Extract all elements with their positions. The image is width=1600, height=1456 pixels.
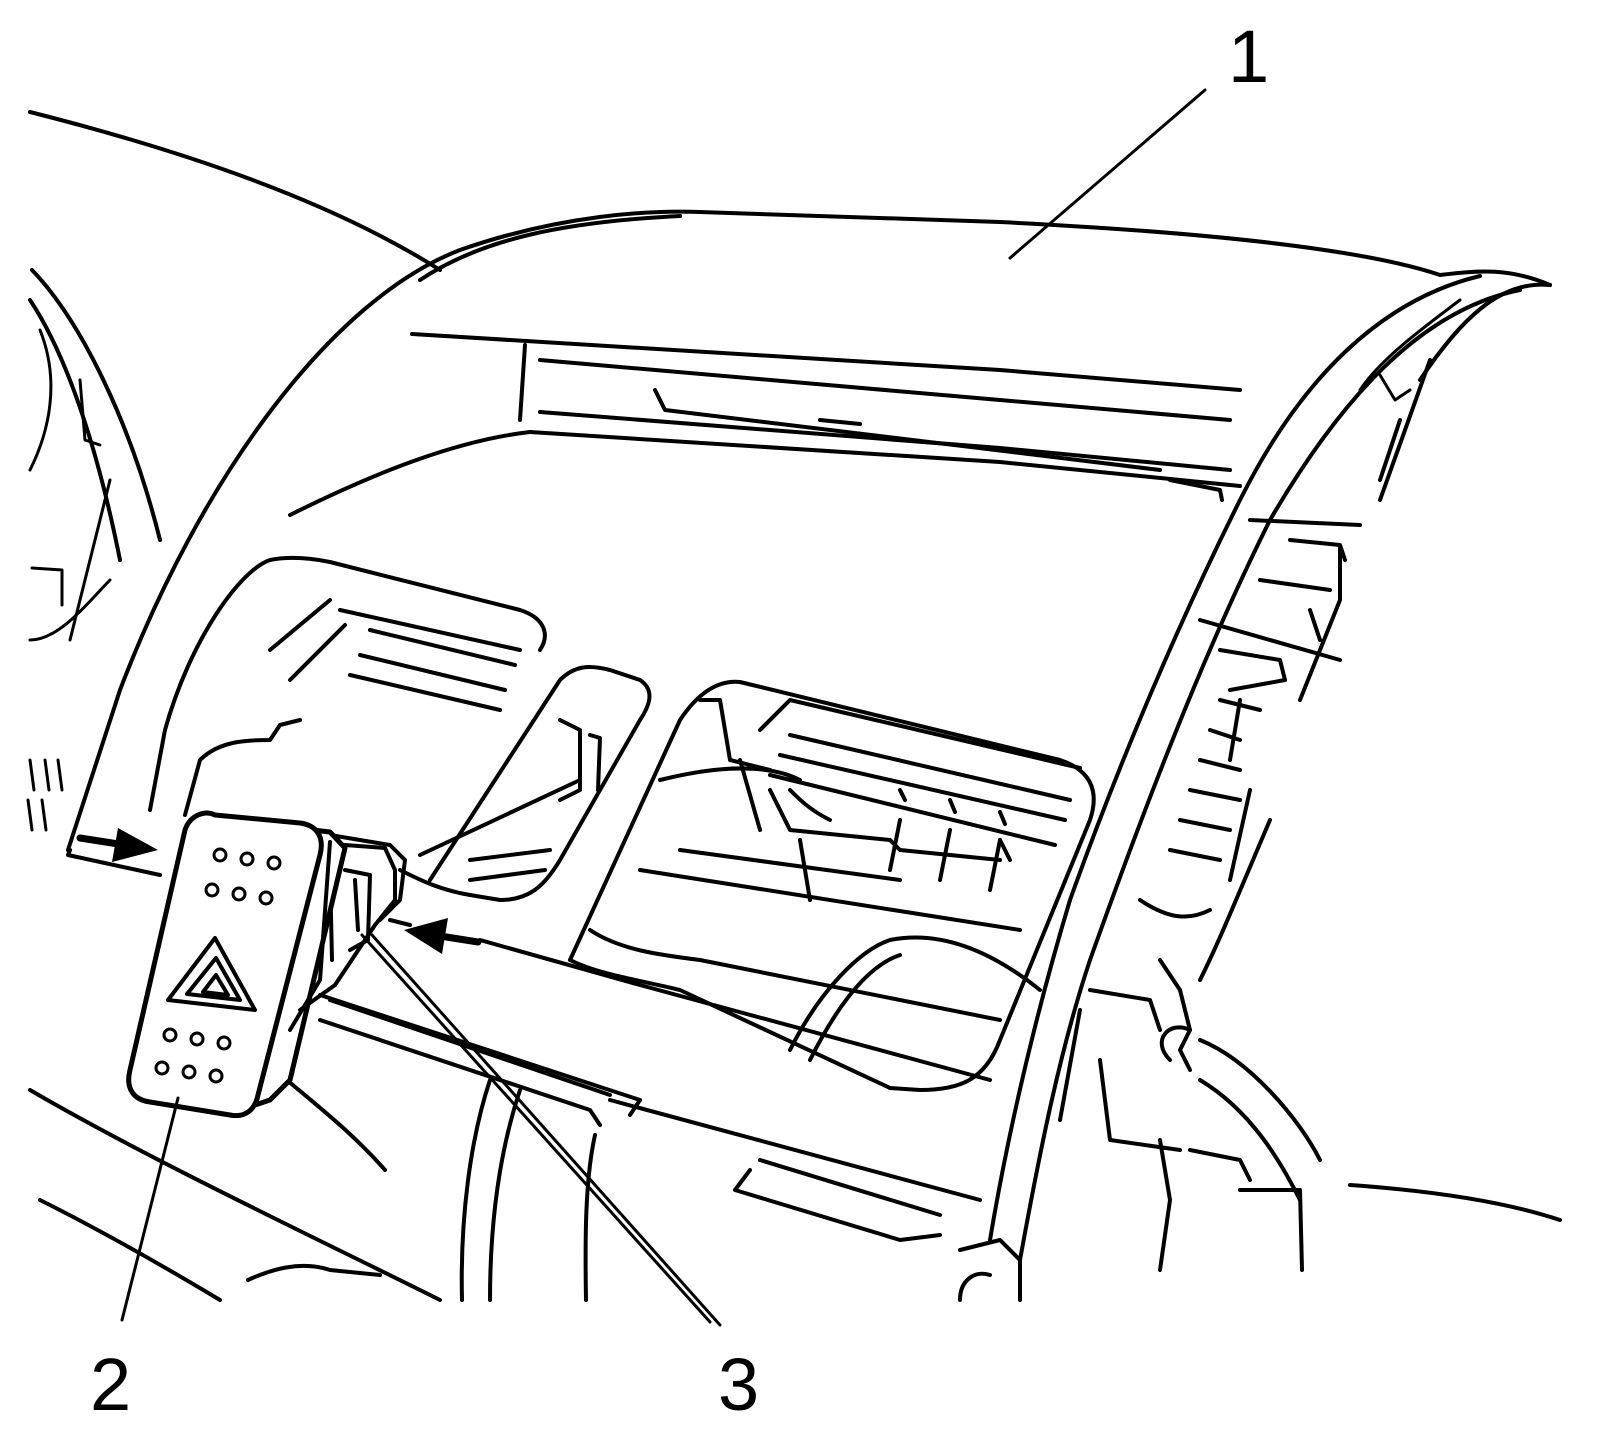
- instrument-cluster-bezel: [66, 209, 1552, 1262]
- callout-label-1: 1: [1228, 15, 1269, 98]
- callout-2-leader: [120, 1096, 180, 1322]
- callout-label-2: 2: [90, 1343, 131, 1426]
- hazard-warning-triangle-icon: [166, 936, 257, 1012]
- arrow-left-icon: [404, 918, 482, 954]
- callout-1-leader: [1008, 88, 1207, 260]
- windshield-edge: [28, 110, 442, 642]
- right-dash-details: [1058, 358, 1562, 1272]
- callout-label-3: 3: [718, 1343, 759, 1426]
- left-air-vent-marks: [26, 758, 64, 832]
- callout-leaders: [120, 88, 1207, 1327]
- lower-dash-panel: [28, 1068, 1022, 1302]
- callout-3-leader: [370, 933, 722, 1327]
- retaining-clip: [328, 778, 582, 962]
- arrow-right-icon: [76, 828, 158, 862]
- hazard-warning-switch: [126, 810, 397, 1119]
